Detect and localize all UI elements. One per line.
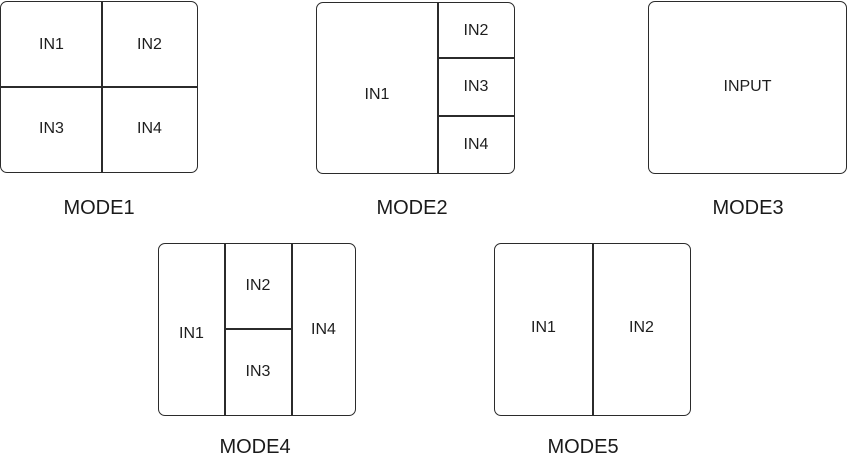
mode2-frame: IN1 IN2 IN3 IN4 [316,2,515,174]
mode3-frame: INPUT [648,1,847,174]
mode4-cell-in2: IN2 [245,277,271,294]
mode5-cell-in2: IN2 [629,318,654,336]
mode2-cell-in1: IN1 [364,86,390,103]
mode4-cell-in3: IN3 [245,363,271,380]
mode1-frame: IN1 IN2 IN3 IN4 [0,1,198,173]
mode4-divider-vertical-1 [224,244,226,415]
mode1-divider-horizontal [1,86,197,88]
mode2-cell-in4: IN4 [463,135,489,153]
mode1-cell-in1: IN1 [39,35,64,53]
mode1-caption: MODE1 [63,197,135,219]
mode4-divider-horizontal [224,328,292,330]
mode4-divider-vertical-2 [291,244,293,415]
mode4-caption: MODE4 [219,436,291,458]
mode1-cell-in2: IN2 [137,35,162,53]
mode2-divider-horizontal-2 [437,115,514,117]
mode2-cell-in3: IN3 [463,78,489,95]
mode5-divider-vertical [592,244,594,415]
mode2-cell-in2: IN2 [463,21,489,39]
mode1-cell-in3: IN3 [39,120,64,137]
mode1-cell-in4: IN4 [137,120,162,137]
mode3-cell-input: INPUT [723,77,772,95]
mode2-divider-vertical [437,3,439,173]
mode4-cell-in1: IN1 [179,324,204,342]
mode4-frame: IN1 IN2 IN3 IN4 [158,243,356,416]
mode5-caption: MODE5 [547,436,619,458]
mode4-cell-in4: IN4 [311,320,336,338]
mode3-caption: MODE3 [712,197,784,219]
mode2-divider-horizontal-1 [437,57,514,59]
mode5-frame: IN1 IN2 [494,243,691,416]
mode5-cell-in1: IN1 [531,318,556,336]
mode2-caption: MODE2 [376,197,448,219]
